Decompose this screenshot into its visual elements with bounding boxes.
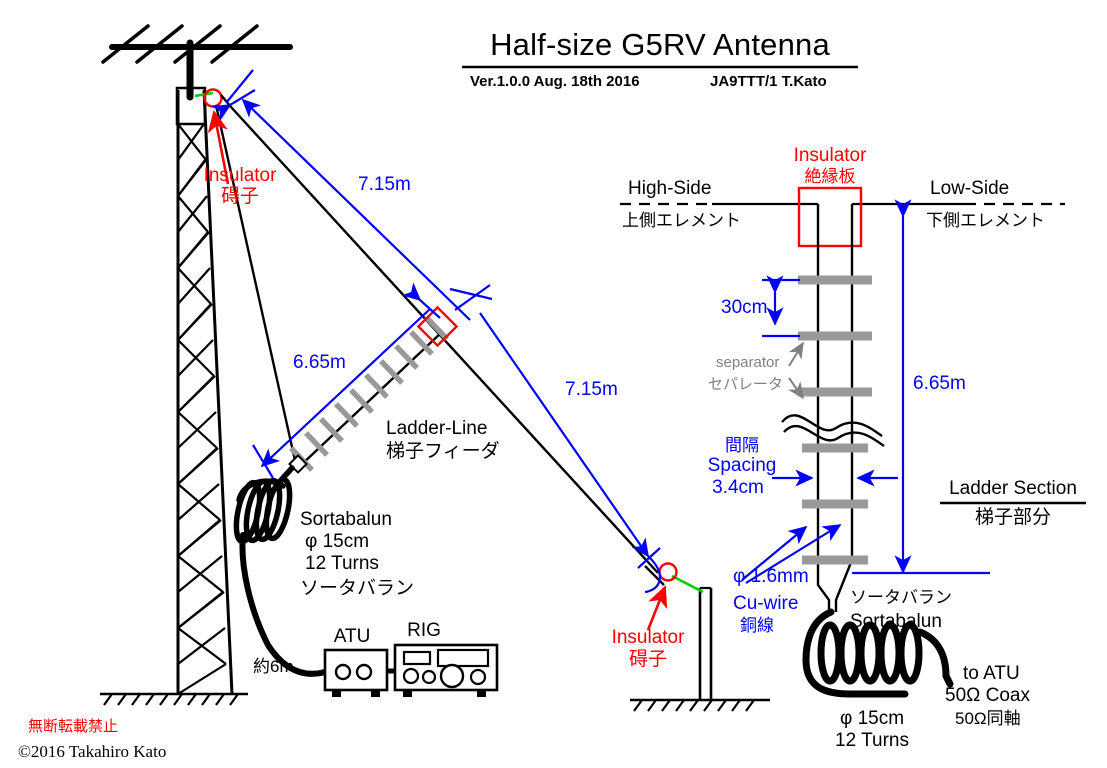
balun-left-name-jp: ソータバラン	[300, 578, 415, 599]
separator-label-en: separator	[716, 354, 780, 371]
ladder-line-label-en: Ladder-Line	[386, 418, 488, 439]
coax-label-jp: 50Ω同軸	[955, 709, 1021, 728]
insulator-plate-label-jp: 絶縁板	[804, 167, 856, 186]
ladder-conductors-right	[816, 204, 854, 612]
dim-total-length-label: 6.65m	[913, 373, 966, 394]
page-title: Half-size G5RV Antenna	[490, 27, 830, 62]
cu-wire-diameter: φ 1.6mm	[733, 566, 809, 587]
ladder-line-label-jp: 梯子フィーダ	[386, 441, 500, 462]
spacing-value: 3.4cm	[712, 477, 764, 498]
balun-right-turns: 12 Turns	[835, 730, 909, 751]
end-mast	[630, 586, 770, 712]
insulator-top-label-en: Insulator	[203, 165, 277, 186]
yagi-antenna	[101, 24, 293, 101]
tower-ground	[100, 692, 248, 706]
break-symbol	[781, 414, 885, 447]
balun-right-diameter: φ 15cm	[839, 708, 905, 729]
insulator-top-arrow	[207, 109, 230, 185]
insulator-bottom-arrow	[646, 585, 668, 631]
insulator-bottom-ring	[658, 562, 678, 582]
coax-label-en: 50Ω Coax	[945, 685, 1030, 706]
to-atu-label: to ATU	[963, 663, 1020, 684]
rig-label: RIG	[407, 620, 441, 641]
balun-left-diameter: φ 15cm	[305, 531, 370, 552]
antenna-wires	[214, 94, 665, 586]
dim-separator-pitch-label: 30cm	[721, 297, 768, 318]
dimension-lines-right	[741, 199, 990, 584]
ladder-section-title-jp: 梯子部分	[974, 507, 1052, 528]
high-side-label-en: High-Side	[628, 178, 712, 199]
separator-pointers	[788, 341, 804, 400]
copyright-label: ©2016 Takahiro Kato	[18, 742, 167, 761]
ladder-separators-right	[798, 275, 872, 565]
dim-ladder-left-label: 6.65m	[293, 352, 346, 373]
insulator-diamond-left	[416, 305, 459, 348]
ladder-line-left	[288, 315, 449, 474]
dim-upper-element-label: 7.15m	[358, 174, 411, 195]
tower	[175, 86, 234, 695]
spacing-label-jp: 間隔	[725, 436, 759, 455]
sortabalun-coil-left	[233, 465, 328, 677]
atu-device	[323, 648, 389, 697]
balun-right-name: Sortabalun	[850, 611, 942, 632]
insulator-bottom-label-en: Insulator	[611, 627, 685, 648]
insulator-top-label-jp: 碍子	[220, 186, 260, 207]
balun-left-name: Sortabalun	[300, 509, 392, 530]
insulator-bottom-label-jp: 碍子	[628, 649, 668, 670]
tower-bracing	[177, 123, 227, 695]
dim-lower-element-label: 7.15m	[565, 379, 618, 400]
insulator-top-ring	[203, 88, 223, 108]
sortabalun-coil-right	[802, 608, 954, 698]
dimension-lines-left	[211, 69, 661, 594]
notice-label: 無断転載禁止	[28, 718, 119, 735]
bottom-jumper-wire	[671, 574, 704, 594]
low-side-label-jp: 下側エレメント	[926, 211, 1045, 230]
low-side-label-en: Low-Side	[930, 178, 1010, 199]
author-label: JA9TTT/1 T.Kato	[710, 73, 827, 90]
atu-label: ATU	[333, 626, 371, 647]
rig-device	[393, 643, 499, 697]
balun-right-name-jp: ソータバラン	[850, 588, 952, 607]
cu-wire-label-jp: 銅線	[740, 616, 774, 635]
high-side-label-jp: 上側エレメント	[622, 211, 741, 230]
coax-length-label: 約6m	[253, 657, 294, 676]
spacing-label-en: Spacing	[707, 455, 777, 476]
version-label: Ver.1.0.0 Aug. 18th 2016	[470, 73, 640, 90]
separator-label-jp: セパレータ	[708, 376, 784, 393]
insulator-plate	[797, 186, 863, 248]
balun-left-turns: 12 Turns	[305, 553, 379, 574]
ladder-section-title-en: Ladder Section	[949, 478, 1077, 499]
cu-wire-label-en: Cu-wire	[733, 593, 799, 614]
insulator-plate-label-en: Insulator	[793, 145, 867, 166]
